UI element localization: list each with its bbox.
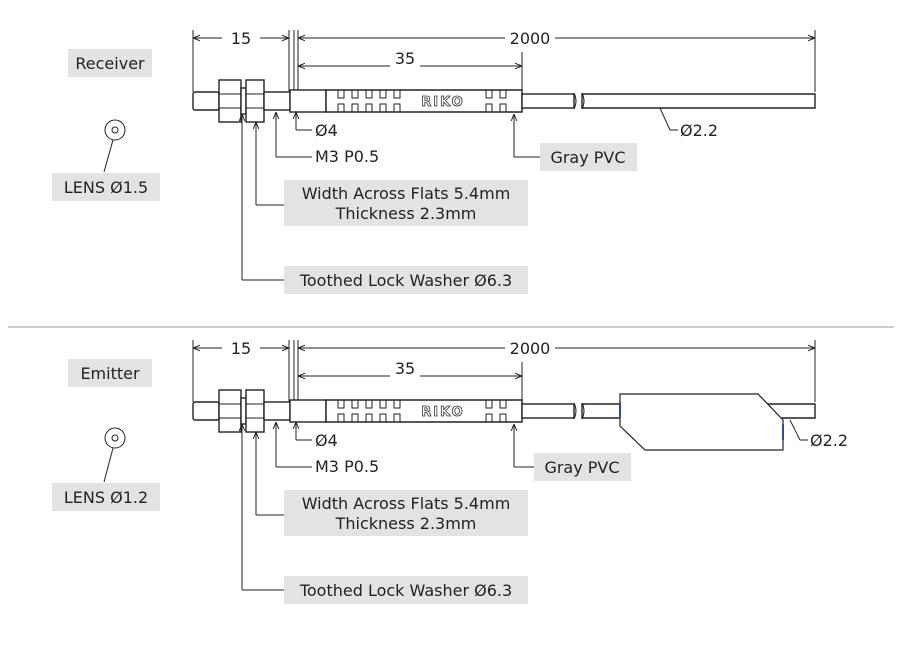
emitter-dim-15: 15 <box>192 339 290 402</box>
svg-text:Ø2.2: Ø2.2 <box>680 121 718 140</box>
receiver-diagram: Receiver 15 2000 35 <box>52 29 816 294</box>
svg-text:Thickness 2.3mm: Thickness 2.3mm <box>335 514 477 533</box>
emitter-dia4-callout: Ø4 <box>296 422 338 450</box>
svg-text:LENS Ø1.5: LENS Ø1.5 <box>64 178 148 197</box>
svg-text:Thickness 2.3mm: Thickness 2.3mm <box>335 204 477 223</box>
emitter-brand-mark: RIKO <box>421 405 464 420</box>
receiver-cable-callout: Gray PVC <box>514 114 637 171</box>
emitter-flats-callout: Width Across Flats 5.4mm Thickness 2.3mm <box>256 432 528 536</box>
svg-text:LENS Ø1.2: LENS Ø1.2 <box>64 488 148 507</box>
emitter-sensor-body: RIKO <box>192 389 816 451</box>
svg-text:M3 P0.5: M3 P0.5 <box>315 457 379 476</box>
svg-text:35: 35 <box>395 359 415 378</box>
receiver-title: Receiver <box>75 54 145 73</box>
svg-text:15: 15 <box>231 339 251 358</box>
svg-text:2000: 2000 <box>510 29 551 48</box>
receiver-dim-15: 15 <box>192 29 290 92</box>
receiver-sensor-body: RIKO <box>192 79 816 123</box>
receiver-dia4-callout: Ø4 <box>296 112 338 140</box>
emitter-lens-callout: LENS Ø1.2 <box>52 427 160 511</box>
receiver-flats-callout: Width Across Flats 5.4mm Thickness 2.3mm <box>256 122 528 226</box>
receiver-cable-dia-callout: Ø2.2 <box>659 107 718 140</box>
svg-text:Ø4: Ø4 <box>315 121 338 140</box>
emitter-washer-callout: Toothed Lock Washer Ø6.3 <box>242 424 528 604</box>
emitter-lens-icon <box>104 427 126 449</box>
receiver-washer-callout: Toothed Lock Washer Ø6.3 <box>242 114 528 294</box>
emitter-diagram: Emitter 15 2000 35 <box>52 339 848 604</box>
receiver-title-box <box>68 49 152 77</box>
receiver-dim-2000: 2000 <box>293 29 816 92</box>
svg-text:Width Across Flats 5.4mm: Width Across Flats 5.4mm <box>302 494 511 513</box>
svg-text:Ø4: Ø4 <box>315 431 338 450</box>
svg-text:Gray PVC: Gray PVC <box>544 458 619 477</box>
receiver-brand-mark: RIKO <box>421 95 464 110</box>
svg-text:Ø2.2: Ø2.2 <box>810 431 848 450</box>
svg-text:35: 35 <box>395 49 415 68</box>
emitter-dim-35: 35 <box>298 359 523 402</box>
svg-text:M3 P0.5: M3 P0.5 <box>315 147 379 166</box>
receiver-dim-35: 35 <box>298 49 523 92</box>
svg-text:2000: 2000 <box>510 339 551 358</box>
emitter-title-box <box>68 359 152 387</box>
emitter-cable-callout: Gray PVC <box>514 424 631 481</box>
emitter-cable-dia-callout: Ø2.2 <box>789 419 848 450</box>
svg-text:Toothed Lock Washer Ø6.3: Toothed Lock Washer Ø6.3 <box>299 271 512 290</box>
receiver-thread-callout: M3 P0.5 <box>276 112 379 166</box>
receiver-lens-icon <box>104 119 126 141</box>
svg-text:Gray PVC: Gray PVC <box>550 148 625 167</box>
emitter-cable-sleeve <box>619 393 784 451</box>
svg-text:15: 15 <box>231 29 251 48</box>
svg-text:Width Across Flats 5.4mm: Width Across Flats 5.4mm <box>302 184 511 203</box>
emitter-dim-2000: 2000 <box>293 339 816 402</box>
svg-text:Toothed Lock Washer Ø6.3: Toothed Lock Washer Ø6.3 <box>299 581 512 600</box>
emitter-thread-callout: M3 P0.5 <box>276 422 379 476</box>
receiver-lens-callout: LENS Ø1.5 <box>52 119 160 201</box>
emitter-title: Emitter <box>80 364 140 383</box>
